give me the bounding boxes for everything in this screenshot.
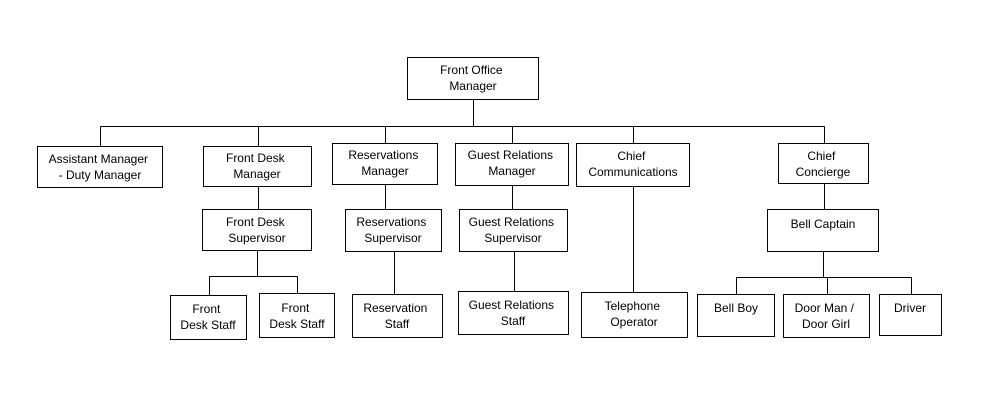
node-label-line: Front [192, 302, 221, 316]
node-label-line: Operator [610, 315, 657, 329]
svg-text:Reservations Supervisor: Reservations Supervisor [356, 215, 429, 245]
node-reservations-supervisor: Reservations Supervisor [345, 209, 442, 252]
node-label-line: Desk Staff [180, 318, 236, 332]
node-label-line: - Duty Manager [59, 168, 142, 182]
node-reservations-manager: Reservations Manager [332, 143, 438, 185]
node-label-line: Assistant Manager [49, 152, 148, 166]
node-label-line: Guest Relations [469, 215, 554, 229]
node-label-line: Bell Captain [791, 217, 856, 231]
node-assistant-manager: Assistant Manager - Duty Manager [37, 146, 163, 188]
node-front-desk-staff-1: Front Desk Staff [170, 295, 247, 340]
node-telephone-operator: Telephone Operator [581, 292, 688, 338]
node-bell-boy: Bell Boy [697, 294, 775, 337]
node-guest-relations-staff: Guest Relations Staff [458, 291, 569, 335]
svg-text:Bell Captain: Bell Captain [791, 217, 856, 231]
node-label-line: Staff [501, 314, 526, 328]
node-label-line: Front Desk [226, 215, 286, 229]
node-label-line: Manager [233, 167, 280, 181]
node-front-desk-manager: Front Desk Manager [203, 146, 312, 187]
svg-text:Door Man / Door Girl: Door Man / Door Girl [795, 301, 858, 331]
node-reservation-staff: Reservation Staff [352, 294, 443, 338]
svg-text:Front Desk Staff: Front Desk Staff [180, 302, 236, 332]
svg-text:Reservation Staff: Reservation Staff [363, 301, 430, 331]
node-chief-concierge: Chief Concierge [778, 143, 869, 184]
svg-text:Guest Relations Manager: Guest Relations Manager [468, 148, 557, 178]
node-label-line: Front Desk [226, 151, 286, 165]
svg-text:Telephone Operator: Telephone Operator [605, 299, 664, 329]
node-driver: Driver [879, 294, 942, 336]
node-label-line: Chief [617, 149, 646, 163]
node-label-line: Door Man / [795, 301, 855, 315]
node-front-desk-supervisor: Front Desk Supervisor [202, 209, 312, 251]
svg-text:Driver: Driver [894, 301, 926, 315]
node-front-desk-staff-2: Front Desk Staff [259, 293, 335, 338]
node-label-line: Manager [488, 164, 535, 178]
svg-text:Assistant Manager - Duty: Assistant Manager - Duty Manager [49, 152, 152, 182]
node-label-line: Concierge [796, 165, 851, 179]
node-front-office-manager: Front Office Manager [407, 57, 539, 100]
node-label-line: Staff [385, 317, 410, 331]
node-label-line: Reservations [356, 215, 426, 229]
node-label-line: Communications [588, 165, 677, 179]
node-chief-communications: Chief Communications [576, 143, 690, 187]
svg-text:Front Desk Supervisor: Front Desk Supervisor [226, 215, 288, 245]
node-label-line: Door Girl [802, 317, 850, 331]
node-label-line: Supervisor [364, 231, 421, 245]
node-label-line: Guest Relations [468, 148, 553, 162]
node-label-line: Manager [361, 164, 408, 178]
svg-text:Chief Communications: Chief Communications [588, 149, 677, 179]
node-guest-relations-supervisor: Guest Relations Supervisor [459, 209, 568, 252]
svg-text:Guest Relations Staff: Guest Relations Staff [469, 298, 558, 328]
node-label-line: Front [281, 301, 310, 315]
connectors [100, 99, 912, 296]
node-label-line: Telephone [605, 299, 661, 313]
svg-text:Guest Relations Supervis: Guest Relations Supervisor [469, 215, 558, 245]
svg-text:Front Desk Staff: Front Desk Staff [269, 301, 325, 331]
node-label-line: Reservations [348, 148, 418, 162]
node-bell-captain: Bell Captain [767, 209, 879, 252]
svg-text:Front Office Manager: Front Office Manager [440, 63, 506, 93]
svg-text:Reservations Manager: Reservations Manager [348, 148, 421, 178]
node-label-line: Supervisor [484, 231, 541, 245]
node-door-man: Door Man / Door Girl [783, 294, 870, 338]
svg-text:Front Desk Manager: Front Desk Manager [226, 151, 288, 181]
node-label-line: Desk Staff [269, 317, 325, 331]
node-label-line: Manager [449, 79, 496, 93]
node-guest-relations-manager: Guest Relations Manager [455, 143, 569, 186]
node-label-line: Driver [894, 301, 926, 315]
svg-text:Bell Boy: Bell Boy [714, 301, 758, 315]
node-label-line: Supervisor [228, 231, 285, 245]
node-label-line: Front Office [440, 63, 503, 77]
svg-text:Chief Concierge: Chief Concierge [796, 149, 851, 179]
node-label-line: Guest Relations [469, 298, 554, 312]
node-label-line: Chief [807, 149, 836, 163]
node-label-line: Bell Boy [714, 301, 758, 315]
node-label-line: Reservation [363, 301, 427, 315]
